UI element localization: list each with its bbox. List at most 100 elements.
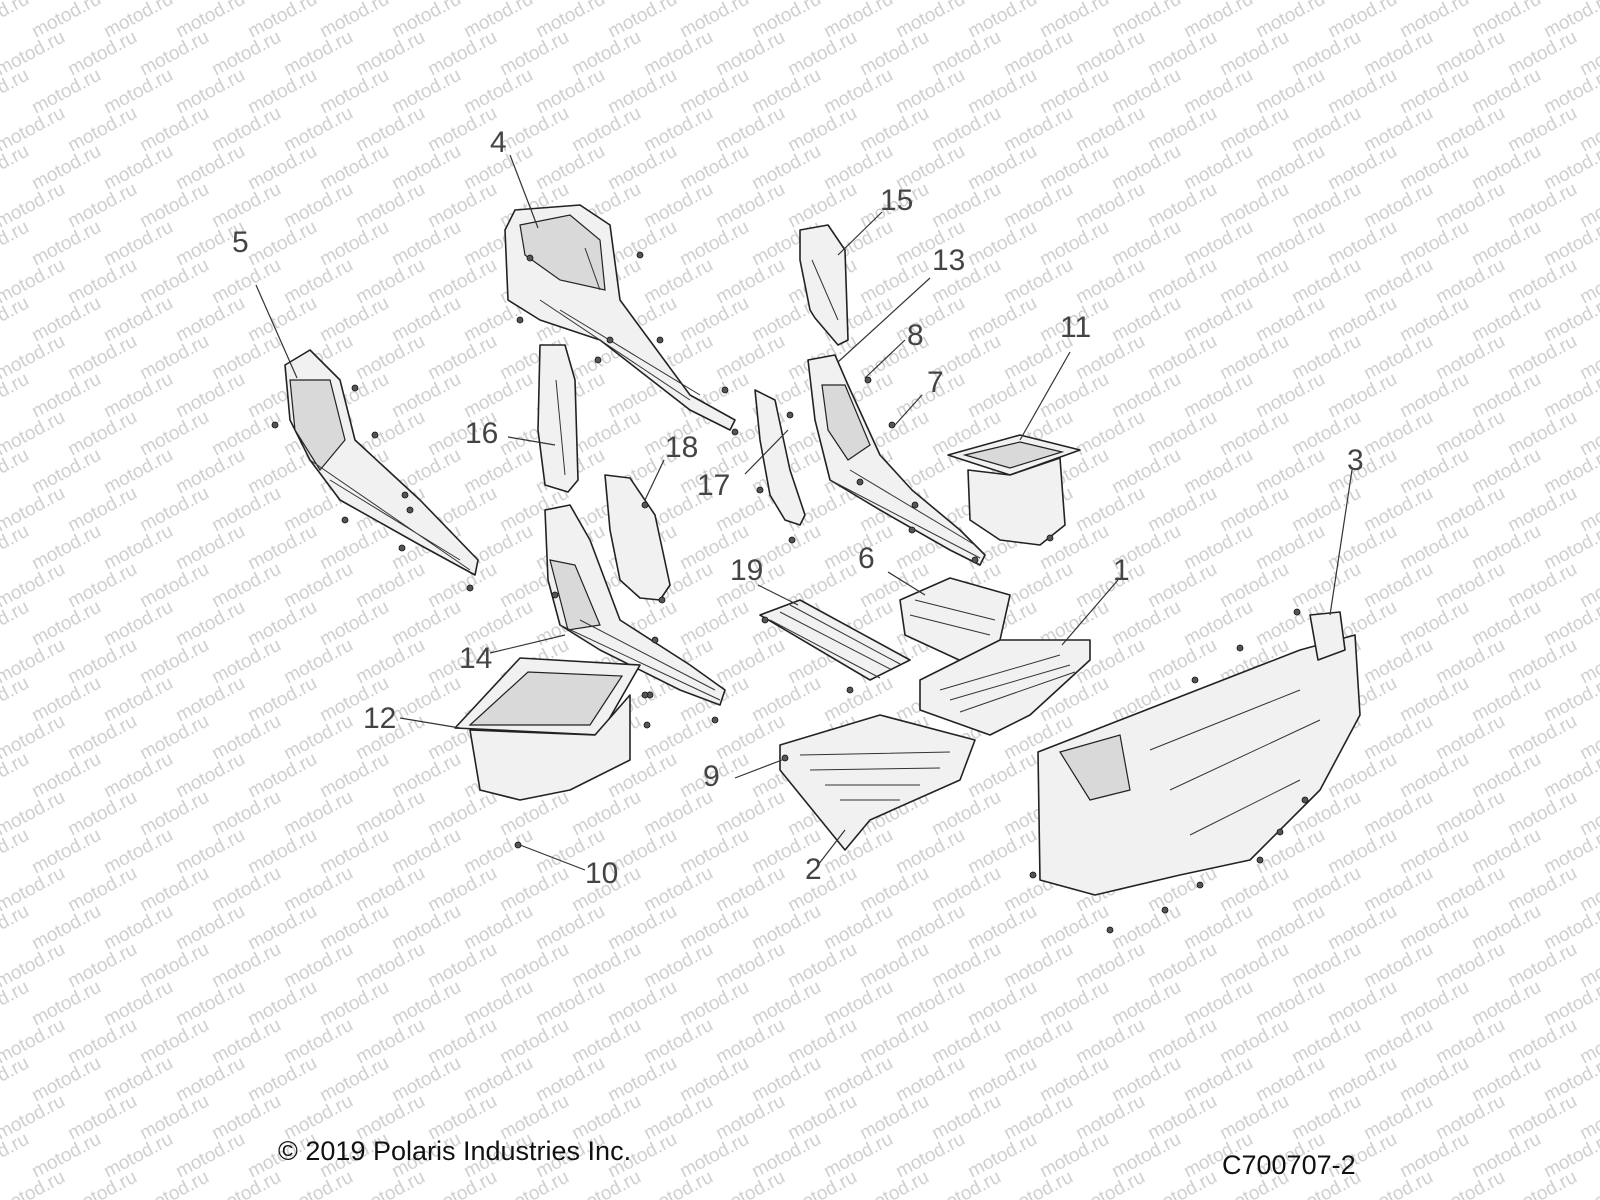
watermark-text: motod.ru [388,1053,464,1107]
watermark-text: motod.ru [1144,103,1220,157]
watermark-text: motod.ru [1252,1053,1328,1107]
watermark-text: motod.ru [1288,27,1364,81]
watermark-text: motod.ru [1216,103,1292,157]
watermark-text: motod.ru [136,179,212,233]
watermark-text: motod.ru [244,1053,320,1107]
watermark-text: motod.ru [820,65,896,119]
watermark-text: motod.ru [1000,255,1076,309]
callout-2: 2 [805,853,822,886]
watermark-text: motod.ru [1360,559,1436,613]
callout-19: 19 [730,554,763,587]
watermark-text: motod.ru [1432,1091,1508,1145]
watermark-text: motod.ru [1288,1015,1364,1069]
watermark-text: motod.ru [1216,407,1292,461]
watermark-text: motod.ru [748,1129,824,1183]
callout-11: 11 [1060,311,1091,344]
watermark-text: motod.ru [1576,0,1600,4]
watermark-text: motod.ru [1396,1053,1472,1107]
watermark-text: motod.ru [1180,597,1256,651]
watermark-text: motod.ru [316,141,392,195]
watermark-text: motod.ru [1000,939,1076,993]
watermark-text: motod.ru [964,977,1040,1031]
watermark-text: motod.ru [1468,749,1544,803]
watermark-text: motod.ru [244,293,320,347]
watermark-text: motod.ru [1036,65,1112,119]
watermark-text: motod.ru [856,863,932,917]
watermark-text: motod.ru [316,749,392,803]
callout-3: 3 [1347,444,1364,477]
watermark-text: motod.ru [892,65,968,119]
watermark-text: motod.ru [244,749,320,803]
watermark-text: motod.ru [1504,1091,1580,1145]
watermark-text: motod.ru [316,1053,392,1107]
watermark-text: motod.ru [172,977,248,1031]
watermark-text: motod.ru [532,901,608,955]
watermark-text: motod.ru [856,1167,932,1200]
watermark-text: motod.ru [892,293,968,347]
watermark-text: motod.ru [208,483,284,537]
watermark-text: motod.ru [100,1129,176,1183]
watermark-text: motod.ru [352,1167,428,1200]
watermark-text: motod.ru [100,65,176,119]
watermark-text: motod.ru [640,1015,716,1069]
watermark-text: motod.ru [496,1167,572,1200]
watermark-text: motod.ru [1360,483,1436,537]
watermark-text: motod.ru [1108,1129,1184,1183]
watermark-text: motod.ru [1216,255,1292,309]
watermark-text: motod.ru [0,0,33,42]
watermark-text: motod.ru [64,255,140,309]
watermark-text: motod.ru [532,1053,608,1107]
watermark-text: motod.ru [784,939,860,993]
watermark-text: motod.ru [352,331,428,385]
watermark-text: motod.ru [388,597,464,651]
watermark-text: motod.ru [1180,65,1256,119]
watermark-text: motod.ru [1432,255,1508,309]
watermark-text: motod.ru [1216,559,1292,613]
watermark-text: motod.ru [1432,103,1508,157]
watermark-text: motod.ru [172,673,248,727]
watermark-text: motod.ru [1108,901,1184,955]
watermark-text: motod.ru [928,863,1004,917]
watermark-text: motod.ru [208,939,284,993]
part-14-side-panel [544,504,726,724]
watermark-text: motod.ru [136,103,212,157]
watermark-text: motod.ru [1324,65,1400,119]
watermark-text: motod.ru [280,103,356,157]
watermark-text: motod.ru [64,483,140,537]
watermark-text: motod.ru [1144,939,1220,993]
watermark-text: motod.ru [1360,255,1436,309]
watermark-text: motod.ru [784,103,860,157]
watermark-text: motod.ru [172,293,248,347]
watermark-text: motod.ru [1468,901,1544,955]
watermark-text: motod.ru [316,825,392,879]
watermark-text: motod.ru [1468,521,1544,575]
callout-4: 4 [490,126,507,159]
watermark-text: motod.ru [1468,673,1544,727]
watermark-text: motod.ru [1144,407,1220,461]
watermark-text: motod.ru [136,483,212,537]
watermark-text: motod.ru [640,863,716,917]
watermark-text: motod.ru [352,939,428,993]
watermark-text: motod.ru [1072,179,1148,233]
watermark-text: motod.ru [604,141,680,195]
watermark-text: motod.ru [748,673,824,727]
watermark-text: motod.ru [64,103,140,157]
watermark-text: motod.ru [136,407,212,461]
watermark-text: motod.ru [1468,293,1544,347]
watermark-text: motod.ru [1252,445,1328,499]
watermark-text: motod.ru [1468,597,1544,651]
watermark-text: motod.ru [1324,217,1400,271]
watermark-text: motod.ru [640,711,716,765]
watermark-text: motod.ru [280,559,356,613]
watermark-text: motod.ru [64,407,140,461]
watermark-text: motod.ru [964,141,1040,195]
watermark-text: motod.ru [568,103,644,157]
watermark-text: motod.ru [244,901,320,955]
watermark-text: motod.ru [424,939,500,993]
watermark-text: motod.ru [280,27,356,81]
watermark-text: motod.ru [1324,521,1400,575]
watermark-text: motod.ru [712,863,788,917]
watermark-text: motod.ru [280,711,356,765]
watermark-text: motod.ru [640,1091,716,1145]
